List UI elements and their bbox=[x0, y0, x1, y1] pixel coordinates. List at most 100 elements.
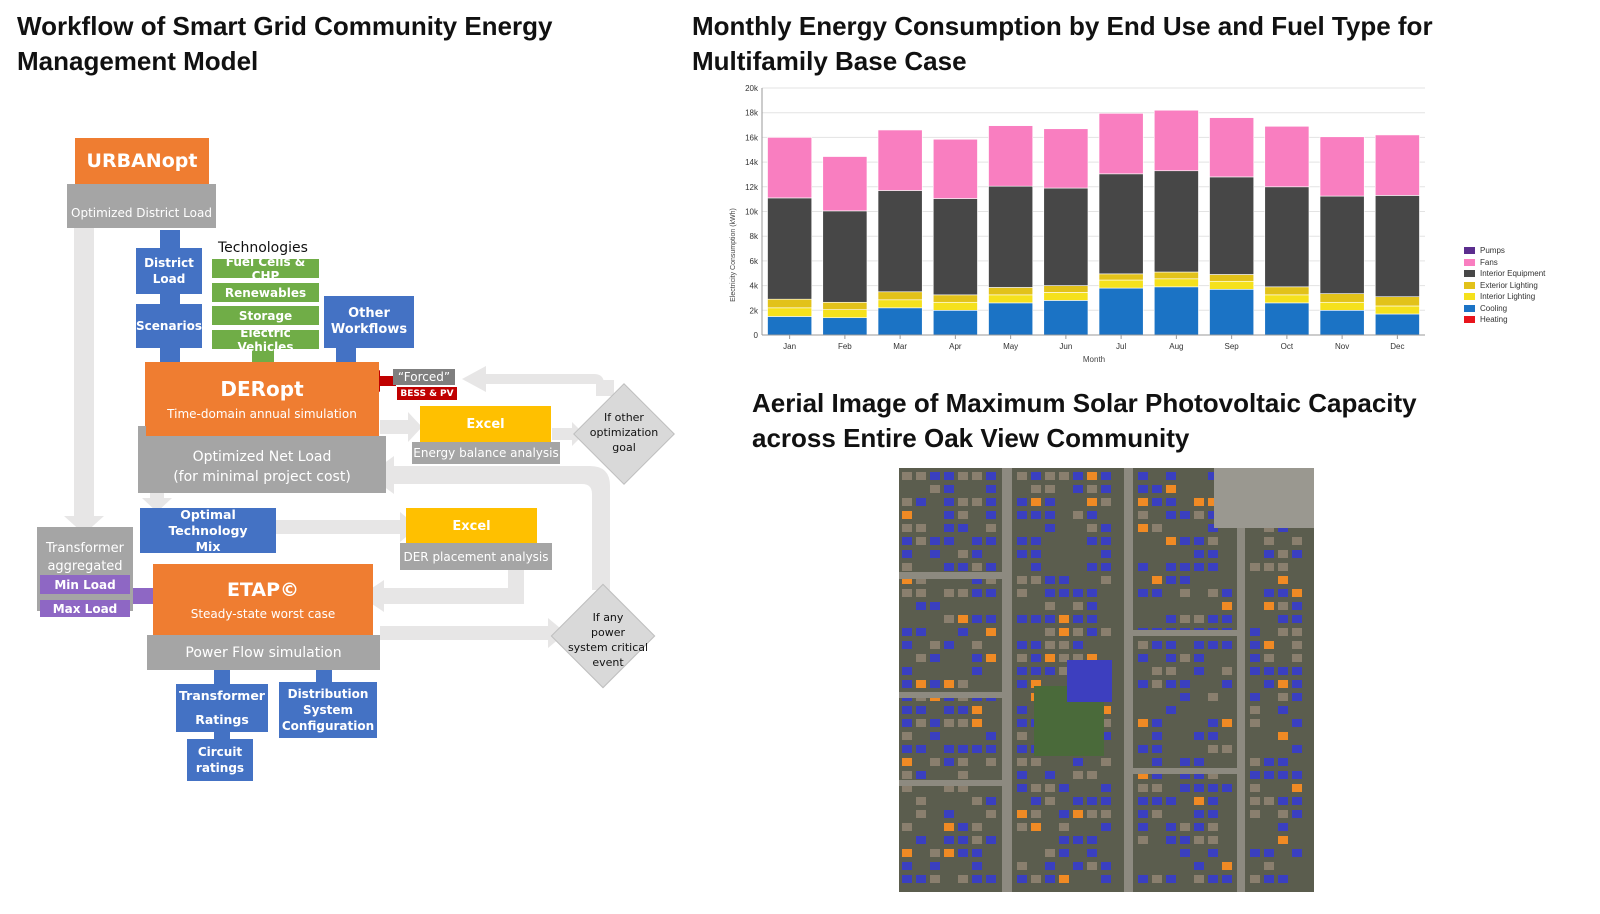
aerial-rooftop bbox=[972, 719, 982, 727]
aerial-rooftop bbox=[1152, 667, 1162, 675]
aerial-rooftop bbox=[916, 654, 926, 662]
aerial-rooftop bbox=[1138, 745, 1148, 753]
aerial-rooftop bbox=[902, 589, 912, 597]
aerial-rooftop bbox=[916, 589, 926, 597]
excel-der-subtitle: DER placement analysis bbox=[403, 549, 549, 564]
aerial-rooftop bbox=[930, 472, 940, 480]
deropt-box: DERopt Time-domain annual simulation bbox=[145, 362, 379, 436]
aerial-rooftop bbox=[986, 576, 996, 584]
aerial-rooftop bbox=[1017, 589, 1027, 597]
aerial-rooftop bbox=[944, 680, 954, 688]
aerial-rooftop bbox=[1278, 732, 1288, 740]
aerial-rooftop bbox=[986, 524, 996, 532]
bar-segment-fans bbox=[1374, 134, 1420, 196]
aerial-rooftop bbox=[1166, 498, 1176, 506]
aerial-rooftop bbox=[930, 875, 940, 883]
urbanopt-box: URBANopt bbox=[75, 138, 209, 184]
aerial-rooftop bbox=[1250, 784, 1260, 792]
aerial-rooftop bbox=[1152, 732, 1162, 740]
bar-segment-cooling bbox=[988, 302, 1034, 336]
aerial-rooftop bbox=[1152, 797, 1162, 805]
aerial-rooftop bbox=[1264, 849, 1274, 857]
aerial-rooftop bbox=[902, 563, 912, 571]
aerial-rooftop bbox=[916, 472, 926, 480]
aerial-rooftop bbox=[986, 628, 996, 636]
aerial-rooftop bbox=[1180, 758, 1190, 766]
aerial-rooftop bbox=[1180, 693, 1190, 701]
y-tick-label: 16k bbox=[745, 133, 759, 142]
other-workflows-line2: Workflows bbox=[330, 322, 408, 337]
aerial-rooftop bbox=[1101, 524, 1111, 532]
aerial-rooftop bbox=[1031, 576, 1041, 584]
bar-segment-exterior-lighting bbox=[1098, 273, 1144, 281]
aerial-rooftop bbox=[1101, 472, 1111, 480]
aerial-rooftop bbox=[1292, 628, 1302, 636]
aerial-rooftop bbox=[958, 784, 968, 792]
aerial-rooftop bbox=[1208, 849, 1218, 857]
aerial-rooftop bbox=[1045, 472, 1055, 480]
aerial-rooftop bbox=[1222, 615, 1232, 623]
aerial-rooftop bbox=[902, 472, 912, 480]
chart-heading-line2: Multifamily Base Case bbox=[692, 46, 967, 76]
bar-segment-fans bbox=[1153, 109, 1199, 172]
aerial-rooftop bbox=[944, 745, 954, 753]
aerial-rooftop bbox=[1017, 745, 1027, 753]
aerial-rooftop bbox=[1166, 563, 1176, 571]
legend-item: Interior Lighting bbox=[1464, 291, 1545, 303]
aerial-rooftop bbox=[1031, 641, 1041, 649]
aerial-rooftop bbox=[1101, 550, 1111, 558]
aerial-rooftop bbox=[958, 615, 968, 623]
aerial-rooftop bbox=[958, 680, 968, 688]
aerial-rooftop bbox=[1194, 836, 1204, 844]
aerial-rooftop bbox=[1166, 537, 1176, 545]
aerial-rooftop bbox=[1138, 524, 1148, 532]
aerial-rooftop bbox=[1292, 810, 1302, 818]
aerial-rooftop bbox=[902, 784, 912, 792]
aerial-rooftop bbox=[986, 537, 996, 545]
aerial-rooftop bbox=[1180, 836, 1190, 844]
aerial-rooftop bbox=[986, 511, 996, 519]
aerial-rooftop bbox=[1138, 498, 1148, 506]
y-tick-label: 18k bbox=[745, 109, 759, 118]
aerial-rooftop bbox=[1194, 511, 1204, 519]
der-placement-box: DER placement analysis bbox=[400, 543, 552, 570]
aerial-rooftop bbox=[902, 758, 912, 766]
aerial-rooftop bbox=[1138, 797, 1148, 805]
aerial-rooftop bbox=[902, 862, 912, 870]
aerial-rooftop bbox=[1073, 472, 1083, 480]
aerial-rooftop bbox=[1059, 810, 1069, 818]
aerial-rooftop bbox=[1045, 524, 1055, 532]
bar-segment-fans bbox=[1264, 125, 1310, 188]
bar-segment-interior-equipment bbox=[1153, 170, 1199, 273]
aerial-rooftop bbox=[1208, 810, 1218, 818]
aerial-rooftop bbox=[1250, 875, 1260, 883]
aerial-rooftop bbox=[1031, 485, 1041, 493]
aerial-rooftop bbox=[1138, 836, 1148, 844]
aerial-rooftop bbox=[1087, 498, 1097, 506]
aerial-rooftop bbox=[1045, 784, 1055, 792]
aerial-rooftop bbox=[1087, 524, 1097, 532]
aerial-rooftop bbox=[930, 641, 940, 649]
aerial-rooftop bbox=[1073, 615, 1083, 623]
legend-label: Pumps bbox=[1480, 246, 1505, 256]
aerial-rooftop bbox=[1250, 667, 1260, 675]
legend-item: Cooling bbox=[1464, 303, 1545, 315]
aerial-rooftop bbox=[930, 849, 940, 857]
legend-item: Exterior Lighting bbox=[1464, 280, 1545, 292]
x-tick-label: Apr bbox=[949, 342, 962, 351]
urbanopt-subtitle: Optimized District Load bbox=[71, 206, 212, 220]
aerial-rooftop bbox=[1264, 589, 1274, 597]
scenarios-box: Scenarios bbox=[136, 304, 202, 348]
aerial-rooftop bbox=[958, 875, 968, 883]
aerial-rooftop bbox=[1073, 836, 1083, 844]
tech-storage-label: Storage bbox=[238, 308, 293, 323]
bar-segment-interior-lighting bbox=[1098, 279, 1144, 289]
aerial-rooftop bbox=[916, 745, 926, 753]
aerial-rooftop bbox=[1194, 641, 1204, 649]
aerial-rooftop bbox=[944, 836, 954, 844]
aerial-rooftop bbox=[958, 498, 968, 506]
transformer-aggregated-box: Transformer aggregated bbox=[37, 527, 133, 611]
aerial-rooftop bbox=[930, 758, 940, 766]
aerial-rooftop bbox=[944, 823, 954, 831]
